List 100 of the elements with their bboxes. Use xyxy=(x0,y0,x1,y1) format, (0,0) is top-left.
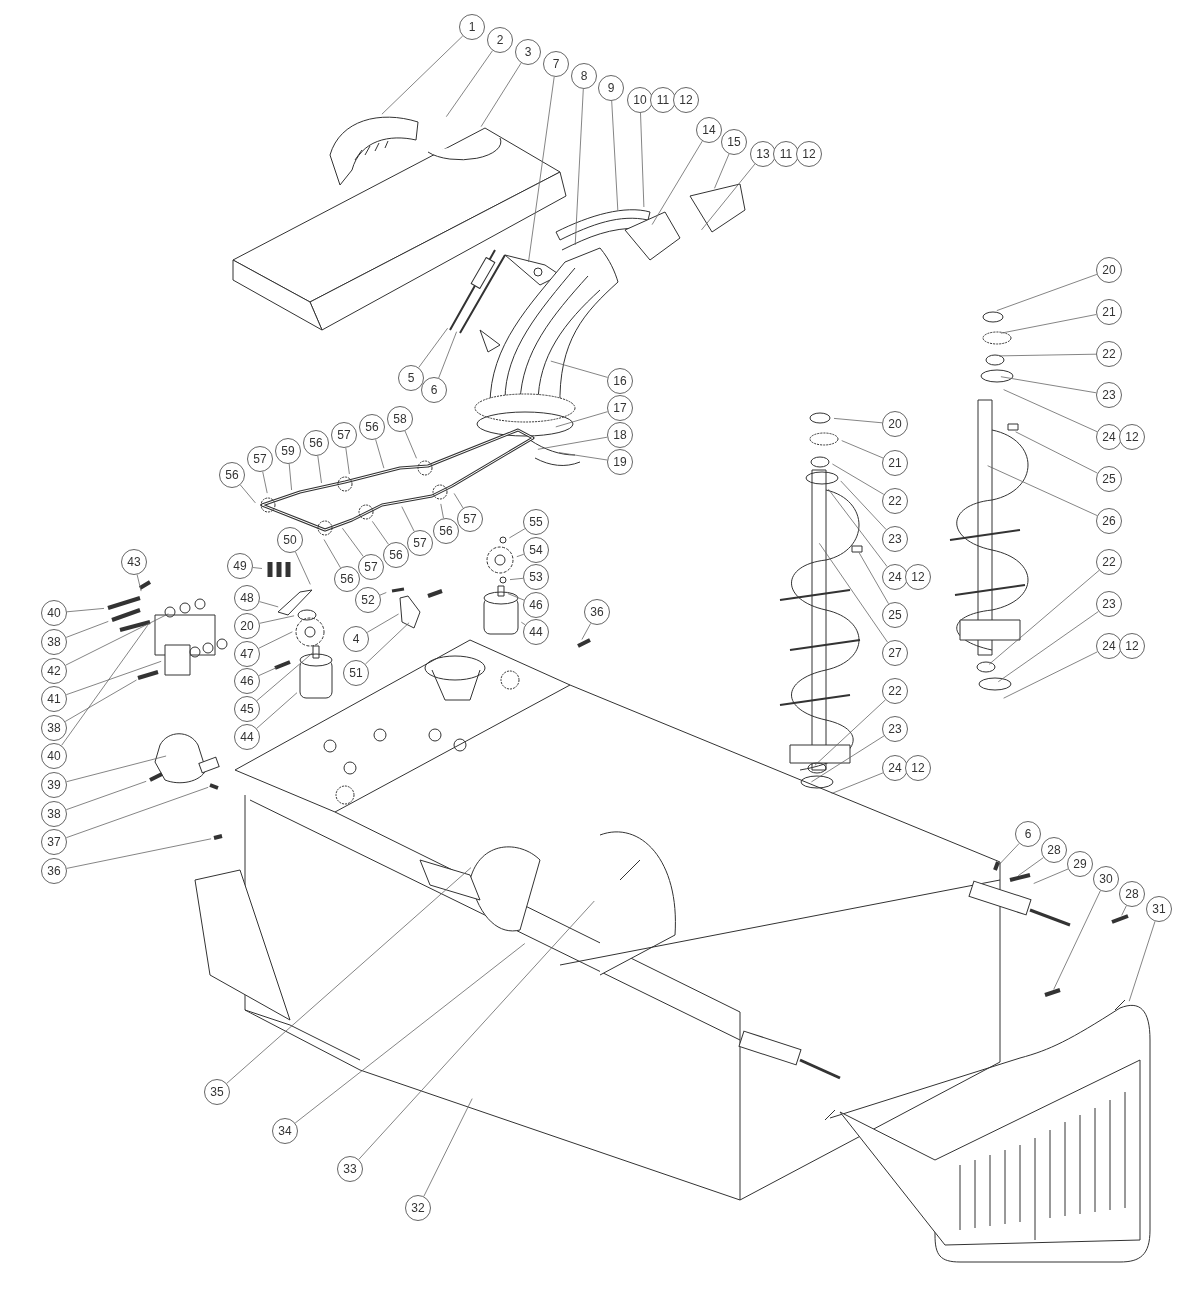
callout-number: 6 xyxy=(421,377,447,403)
callout-number: 21 xyxy=(882,450,908,476)
leader-line xyxy=(358,900,595,1160)
leader-line xyxy=(342,527,364,557)
leader-line xyxy=(440,503,444,519)
leader-line xyxy=(371,520,389,545)
leader-line xyxy=(831,772,884,794)
leader-line xyxy=(379,592,387,596)
leader-line xyxy=(252,567,263,569)
leader-line xyxy=(996,274,1098,311)
leader-line xyxy=(259,615,295,624)
callout-number: 51 xyxy=(343,660,369,686)
callout-number: 23 xyxy=(882,526,908,552)
callout-number: 31 xyxy=(1146,896,1172,922)
leader-line xyxy=(1128,921,1156,1002)
leader-line xyxy=(256,652,314,701)
leader-line xyxy=(365,622,410,665)
callout-number: 46 xyxy=(523,592,549,618)
leader-line xyxy=(262,471,268,494)
callout-number: 11 xyxy=(650,87,676,113)
callout-number: 24 xyxy=(1096,633,1122,659)
callout-number: 57 xyxy=(358,554,384,580)
callout-number: 17 xyxy=(607,395,633,421)
leader-line xyxy=(814,699,886,766)
callout-number: 52 xyxy=(355,587,381,613)
callout-number: 56 xyxy=(383,542,409,568)
callout-number: 36 xyxy=(584,599,610,625)
callout-number: 57 xyxy=(407,530,433,556)
callout-number: 56 xyxy=(334,566,360,592)
callout-number: 12 xyxy=(1119,424,1145,450)
leader-line xyxy=(818,542,888,643)
callout-number: 12 xyxy=(905,755,931,781)
callout-number: 36 xyxy=(41,858,67,884)
leader-line xyxy=(240,484,256,504)
leader-line xyxy=(841,440,884,459)
leader-line xyxy=(581,623,592,640)
leader-line xyxy=(1003,651,1098,699)
callout-number: 7 xyxy=(543,51,569,77)
leader-line xyxy=(294,943,526,1124)
leader-line xyxy=(453,493,464,509)
leader-line xyxy=(423,1098,473,1197)
callout-number: 23 xyxy=(1096,591,1122,617)
leader-line xyxy=(555,411,608,428)
callout-number: 53 xyxy=(523,564,549,590)
callout-number: 55 xyxy=(523,509,549,535)
callout-number: 57 xyxy=(457,506,483,532)
callout-number: 3 xyxy=(515,39,541,65)
leader-line xyxy=(136,574,142,592)
leader-line xyxy=(611,100,619,211)
leader-line xyxy=(226,867,472,1084)
leader-line xyxy=(1121,905,1127,916)
leader-line xyxy=(445,50,493,118)
leader-line xyxy=(988,570,1100,665)
callout-number: 57 xyxy=(247,446,273,472)
callout-number: 24 xyxy=(882,755,908,781)
callout-number: 13 xyxy=(750,141,776,167)
leader-line xyxy=(438,331,457,379)
callout-number: 58 xyxy=(387,406,413,432)
callout-number: 40 xyxy=(41,743,67,769)
callout-number: 34 xyxy=(272,1118,298,1144)
leader-line xyxy=(65,780,147,811)
leader-line xyxy=(832,463,885,495)
callout-number: 56 xyxy=(359,414,385,440)
leader-line xyxy=(65,786,209,839)
callout-number: 56 xyxy=(219,462,245,488)
callout-number: 47 xyxy=(234,641,260,667)
callout-number: 8 xyxy=(571,63,597,89)
callout-number: 21 xyxy=(1096,299,1122,325)
leader-line xyxy=(65,621,109,638)
callout-number: 27 xyxy=(882,640,908,666)
leader-line xyxy=(66,755,167,783)
callout-number: 37 xyxy=(41,829,67,855)
leader-line xyxy=(64,679,137,722)
callout-number: 18 xyxy=(607,422,633,448)
leader-line xyxy=(516,553,525,558)
callout-number: 54 xyxy=(523,537,549,563)
callout-number: 6 xyxy=(1015,821,1041,847)
callout-number: 39 xyxy=(41,772,67,798)
callout-number: 49 xyxy=(227,553,253,579)
callout-number: 15 xyxy=(721,129,747,155)
callout-number: 12 xyxy=(1119,633,1145,659)
leader-line xyxy=(418,327,448,368)
callout-number: 46 xyxy=(234,668,260,694)
leader-line xyxy=(997,611,1099,683)
callout-number: 43 xyxy=(121,549,147,575)
leader-line xyxy=(1000,376,1097,394)
callout-number: 38 xyxy=(41,801,67,827)
leader-line xyxy=(66,608,105,613)
leader-line xyxy=(528,76,555,263)
leader-line xyxy=(811,735,885,783)
leader-line xyxy=(550,360,608,378)
callout-number: 40 xyxy=(41,600,67,626)
leader-line xyxy=(701,163,756,231)
leader-line xyxy=(258,631,293,649)
leader-line xyxy=(1015,431,1098,474)
callout-number: 29 xyxy=(1067,851,1093,877)
leader-line xyxy=(65,613,169,666)
leader-line xyxy=(840,480,887,530)
callout-number: 1 xyxy=(459,14,485,40)
leader-line xyxy=(1000,314,1097,334)
